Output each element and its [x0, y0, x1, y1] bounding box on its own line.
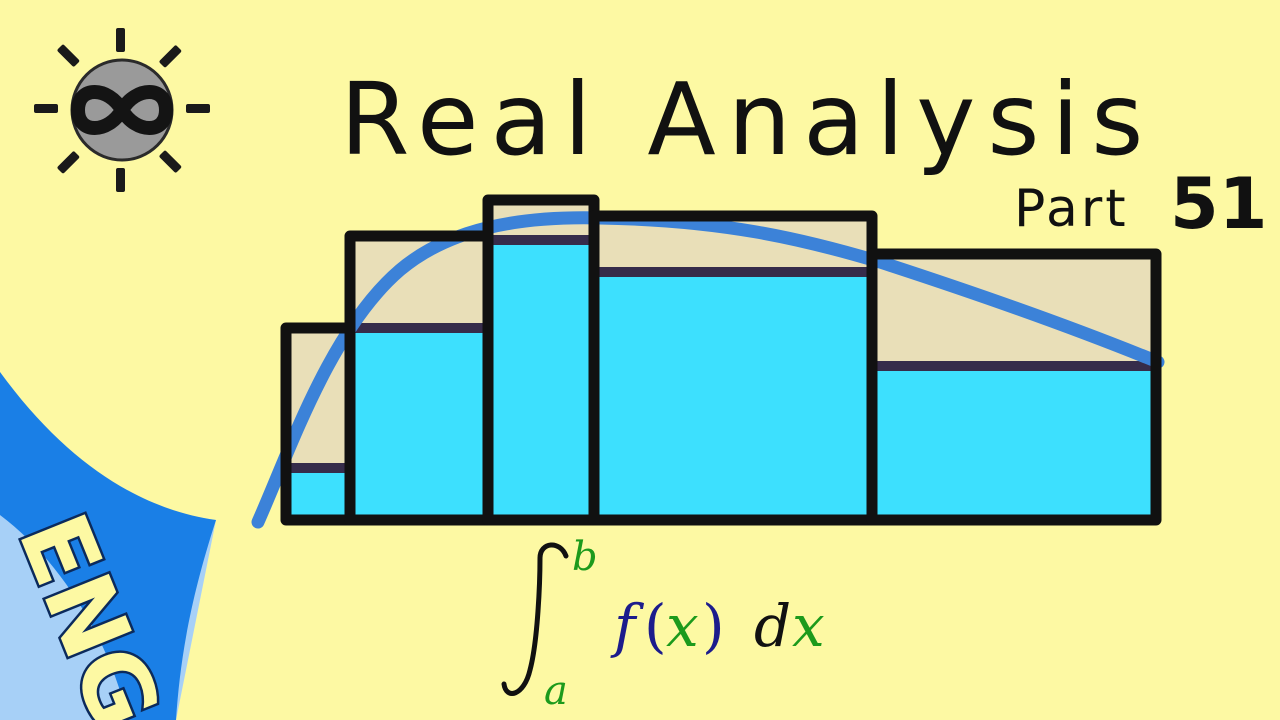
differential-d: d — [754, 592, 791, 660]
variable-x: x — [666, 592, 699, 660]
riemann-sum-illustration — [251, 194, 1165, 529]
infinity-sun-icon — [34, 28, 210, 192]
integral-expression: b a f ( x ) d x — [501, 534, 825, 714]
function-name: f — [610, 592, 645, 660]
close-paren: ) — [702, 592, 725, 660]
lower-rect — [286, 468, 350, 520]
differential-x: x — [792, 592, 825, 660]
lower-rect — [872, 366, 1156, 520]
lower-sum-lines — [286, 235, 1156, 473]
integral-sign — [501, 542, 569, 696]
lower-rect — [488, 240, 594, 520]
lower-rect — [594, 272, 872, 520]
rectangle-outlines — [280, 194, 1162, 526]
part-indicator: Part 51 — [1014, 163, 1267, 245]
lower-limit: a — [544, 668, 568, 714]
part-label: Part — [1014, 179, 1129, 239]
part-number: 51 — [1170, 163, 1267, 245]
lower-rect — [350, 328, 488, 520]
lower-sum-rectangles — [286, 240, 1156, 520]
open-paren: ( — [644, 592, 667, 660]
upper-limit: b — [572, 534, 598, 580]
language-corner: ENG — [0, 372, 216, 720]
corner-dark-band — [0, 372, 216, 720]
page-title: Real Analysis — [340, 61, 1155, 178]
